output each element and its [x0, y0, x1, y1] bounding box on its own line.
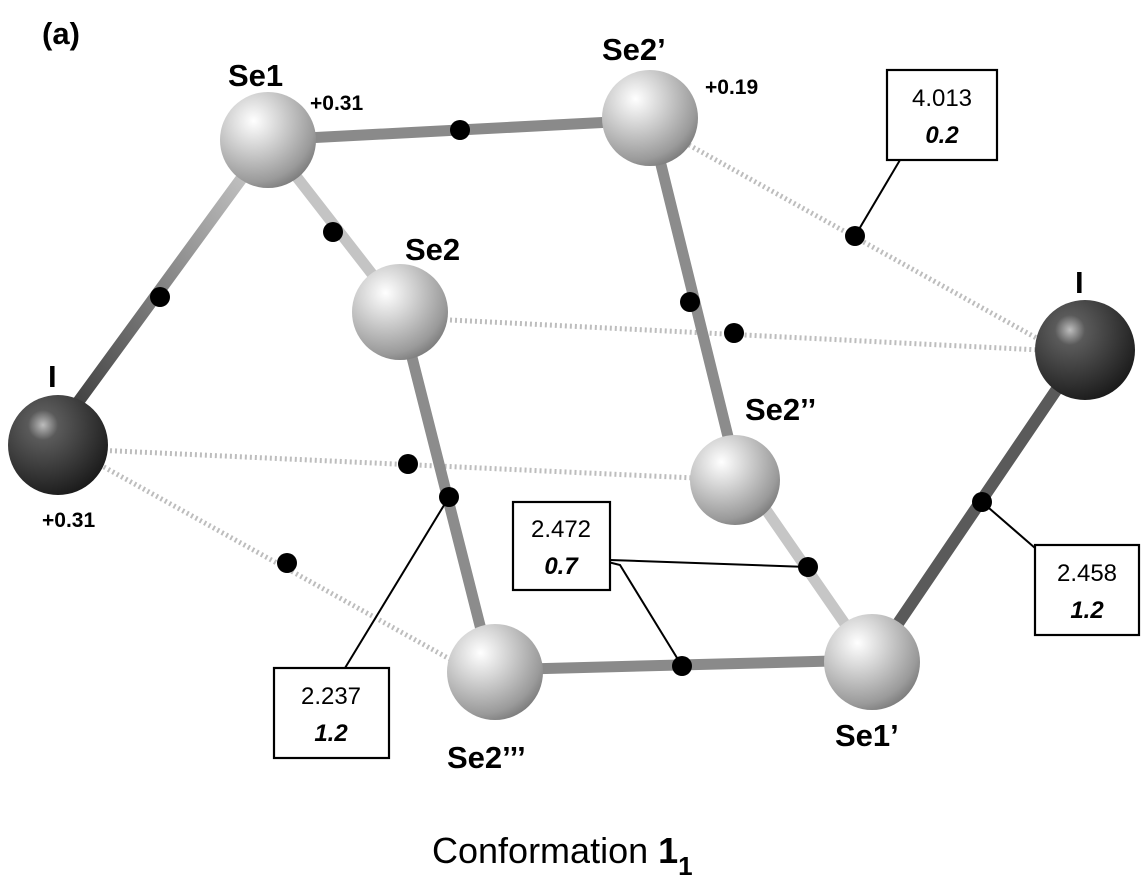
atom-se2pp — [690, 435, 780, 525]
contact-i-left-se2ppp — [93, 459, 457, 665]
atom-se2 — [352, 264, 448, 360]
bcp-i-left-se2ppp — [277, 553, 297, 573]
distance-se2pp-se1p: 2.472 — [531, 516, 591, 543]
label-i-right: I — [1075, 265, 1084, 300]
label-se1: Se1 — [228, 58, 283, 93]
leader-se2-se2ppp — [344, 496, 450, 669]
contact-i-left-se2pp — [94, 447, 696, 481]
leader-se2p-i — [854, 159, 901, 237]
bcp-se1-se2p — [450, 120, 470, 140]
annotation-se2pp-se1p: 2.472 0.7 — [511, 500, 612, 592]
density-se1p-i: 1.2 — [1070, 597, 1104, 624]
leader-se2pp-se1p — [609, 559, 809, 568]
label-se2: Se2 — [405, 232, 460, 267]
bcp-se2-i-right — [724, 323, 744, 343]
panel-label: (a) — [42, 16, 80, 51]
charge-se1: +0.31 — [310, 92, 363, 115]
atom-se1p — [824, 614, 920, 710]
atom-se2ppp — [447, 624, 543, 720]
leader-se1p-i — [981, 501, 1036, 549]
caption-subscript: 1 — [678, 851, 692, 881]
distance-se2p-i: 4.013 — [912, 85, 972, 112]
atom-se1 — [220, 92, 316, 188]
bcp-se2p-se2pp — [680, 292, 700, 312]
bcp-se1-i-left — [150, 287, 170, 307]
charge-i-left: +0.31 — [42, 509, 95, 532]
density-se2-se2ppp: 1.2 — [314, 720, 348, 747]
distance-se2-se2ppp: 2.237 — [301, 683, 361, 710]
annotation-se2-se2ppp: 2.237 1.2 — [272, 666, 391, 760]
density-se2p-i: 0.2 — [925, 122, 959, 149]
distance-se1p-i: 2.458 — [1057, 560, 1117, 587]
label-se2ppp: Se2’’’ — [447, 740, 526, 775]
contact-se2-i-right — [449, 317, 1041, 353]
leader-se2ppp-se1p — [599, 559, 683, 667]
caption-text: Conformation — [432, 830, 658, 871]
bcp-se1-se2 — [323, 222, 343, 242]
atoms — [8, 70, 1135, 720]
charge-se2p: +0.19 — [705, 76, 758, 99]
bond-se2-se2ppp — [394, 304, 496, 671]
caption-compound-number: 1 — [658, 830, 678, 871]
critical-points — [150, 120, 992, 676]
label-se2p: Se2’ — [602, 32, 666, 67]
atom-se2p — [602, 70, 698, 166]
annotation-se2p-i: 4.013 0.2 — [885, 68, 999, 162]
caption: Conformation 11 — [432, 830, 693, 881]
label-se1p: Se1’ — [835, 718, 899, 753]
atom-i-left — [8, 395, 108, 495]
atom-i-right — [1035, 300, 1135, 400]
label-i-left: I — [48, 359, 57, 394]
label-se2pp: Se2’’ — [745, 392, 816, 427]
density-se2pp-se1p: 0.7 — [544, 553, 579, 580]
bcp-i-left-se2pp — [398, 454, 418, 474]
annotation-se1p-i: 2.458 1.2 — [1033, 543, 1141, 637]
